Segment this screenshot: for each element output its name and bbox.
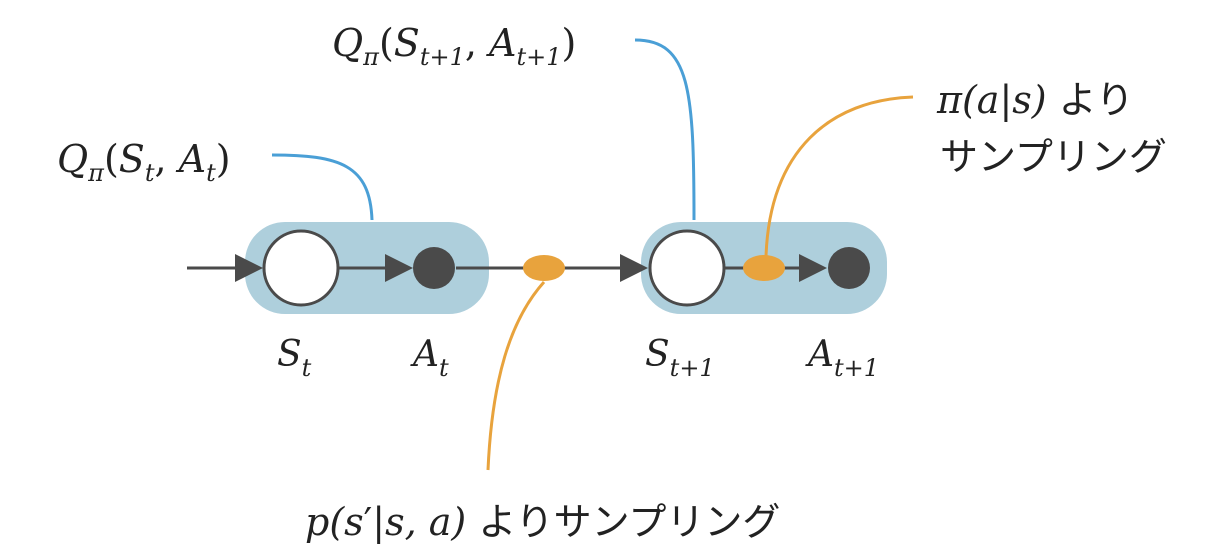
- transition-callout-line: [486, 281, 546, 471]
- action-node-at: [413, 247, 455, 289]
- transition-label: p(s′|s, a) よりサンプリング: [305, 500, 780, 544]
- policy-label-line2: サンプリング: [940, 135, 1167, 179]
- q-t1-callout-line: [634, 38, 696, 221]
- label-st1: St+1: [645, 334, 715, 382]
- transition-sample-marker: [523, 255, 565, 281]
- policy-sample-marker: [743, 255, 785, 281]
- arrowhead-at-st1: [620, 254, 648, 282]
- arrowhead-st1-at1: [799, 254, 827, 282]
- policy-callout-line: [764, 95, 914, 257]
- policy-label-line1: π(a|s) より: [936, 78, 1134, 122]
- q-t-callout-line: [271, 153, 374, 221]
- q-t1-label: Qπ(St+1, At+1): [332, 21, 576, 71]
- state-node-st: [262, 229, 340, 307]
- arrowhead-st-at: [385, 254, 413, 282]
- state-node-st1: [648, 229, 726, 307]
- arrowhead-in: [235, 254, 263, 282]
- label-st: St: [277, 334, 312, 382]
- label-at: At: [410, 334, 449, 382]
- q-t-label: Qπ(St, At): [57, 137, 231, 187]
- action-node-at1: [828, 247, 870, 289]
- label-at1: At+1: [805, 334, 879, 382]
